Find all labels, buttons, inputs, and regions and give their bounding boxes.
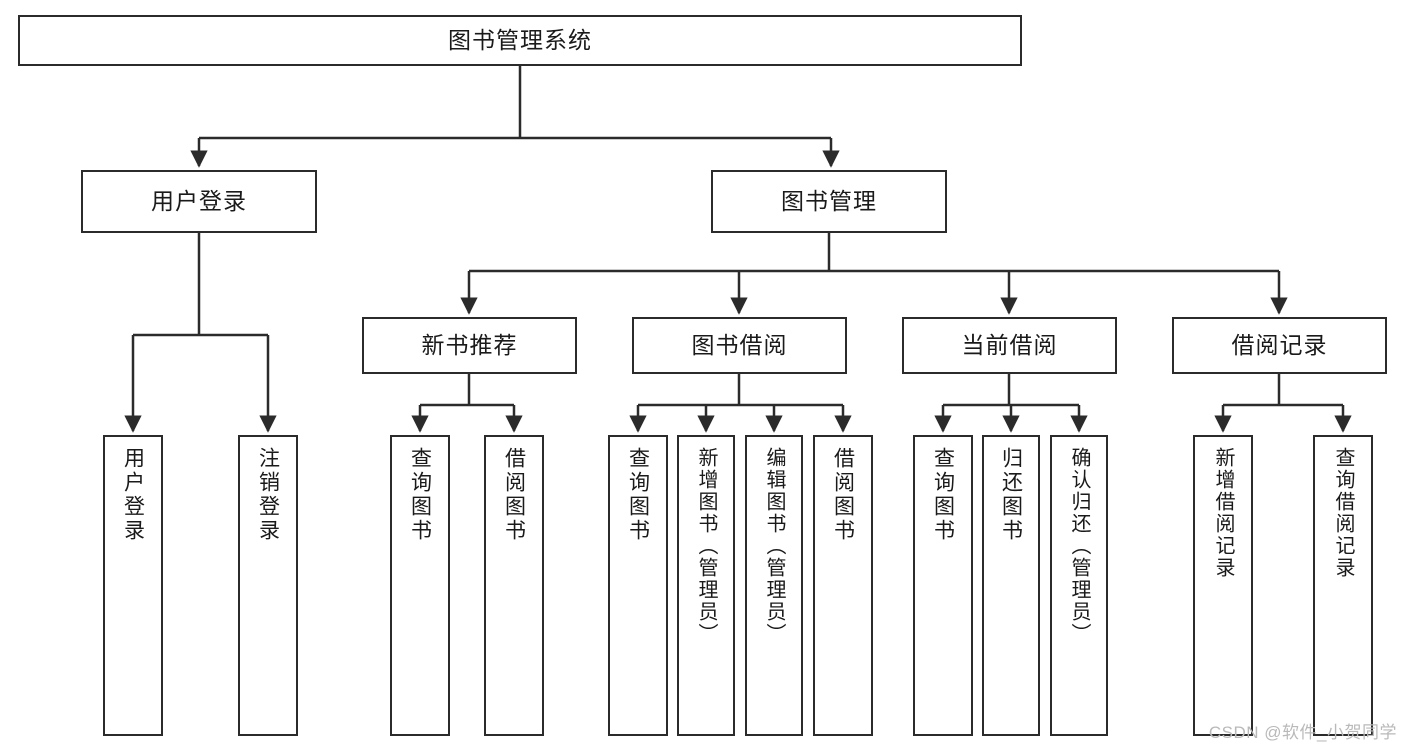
node-leaf-query-book-3[interactable]: 查询图书 [913,435,973,736]
node-label: 编辑图书（管理员） [763,447,785,645]
node-leaf-add-book[interactable]: 新增图书（管理员） [677,435,735,736]
node-leaf-add-record[interactable]: 新增借阅记录 [1193,435,1253,736]
node-root-system[interactable]: 图书管理系统 [18,15,1022,66]
node-label: 新增借阅记录 [1212,447,1234,579]
node-label: 归还图书 [999,447,1023,543]
node-label: 图书管理系统 [448,27,592,54]
node-label: 注销登录 [256,447,280,543]
node-label: 新书推荐 [421,332,518,359]
node-leaf-return-book[interactable]: 归还图书 [982,435,1040,736]
node-label: 图书管理 [781,188,877,215]
node-label: 查询图书 [408,447,432,543]
node-borrow-record[interactable]: 借阅记录 [1172,317,1387,374]
node-label: 查询借阅记录 [1332,447,1354,579]
node-new-book-recommend[interactable]: 新书推荐 [362,317,577,374]
node-leaf-borrow-book-1[interactable]: 借阅图书 [484,435,544,736]
node-label: 查询图书 [626,447,650,543]
node-leaf-logout-login[interactable]: 注销登录 [238,435,298,736]
node-leaf-edit-book[interactable]: 编辑图书（管理员） [745,435,803,736]
node-leaf-confirm-return[interactable]: 确认归还（管理员） [1050,435,1108,736]
node-current-borrow[interactable]: 当前借阅 [902,317,1117,374]
node-leaf-borrow-book-2[interactable]: 借阅图书 [813,435,873,736]
node-book-manage[interactable]: 图书管理 [711,170,947,233]
node-label: 确认归还（管理员） [1068,447,1090,645]
node-label: 查询图书 [931,447,955,543]
node-leaf-query-book-2[interactable]: 查询图书 [608,435,668,736]
csdn-watermark: CSDN @软件_小贺同学 [1208,723,1397,742]
node-label: 图书借阅 [691,332,788,359]
node-user-login[interactable]: 用户登录 [81,170,317,233]
node-leaf-user-login[interactable]: 用户登录 [103,435,163,736]
node-label: 借阅图书 [502,447,526,543]
node-label: 借阅记录 [1231,332,1328,359]
node-label: 用户登录 [151,188,247,215]
node-leaf-query-book-1[interactable]: 查询图书 [390,435,450,736]
node-label: 用户登录 [121,447,145,543]
node-label: 借阅图书 [831,447,855,543]
node-leaf-query-record[interactable]: 查询借阅记录 [1313,435,1373,736]
node-label: 当前借阅 [961,332,1058,359]
node-book-borrow[interactable]: 图书借阅 [632,317,847,374]
node-label: 新增图书（管理员） [695,447,717,645]
